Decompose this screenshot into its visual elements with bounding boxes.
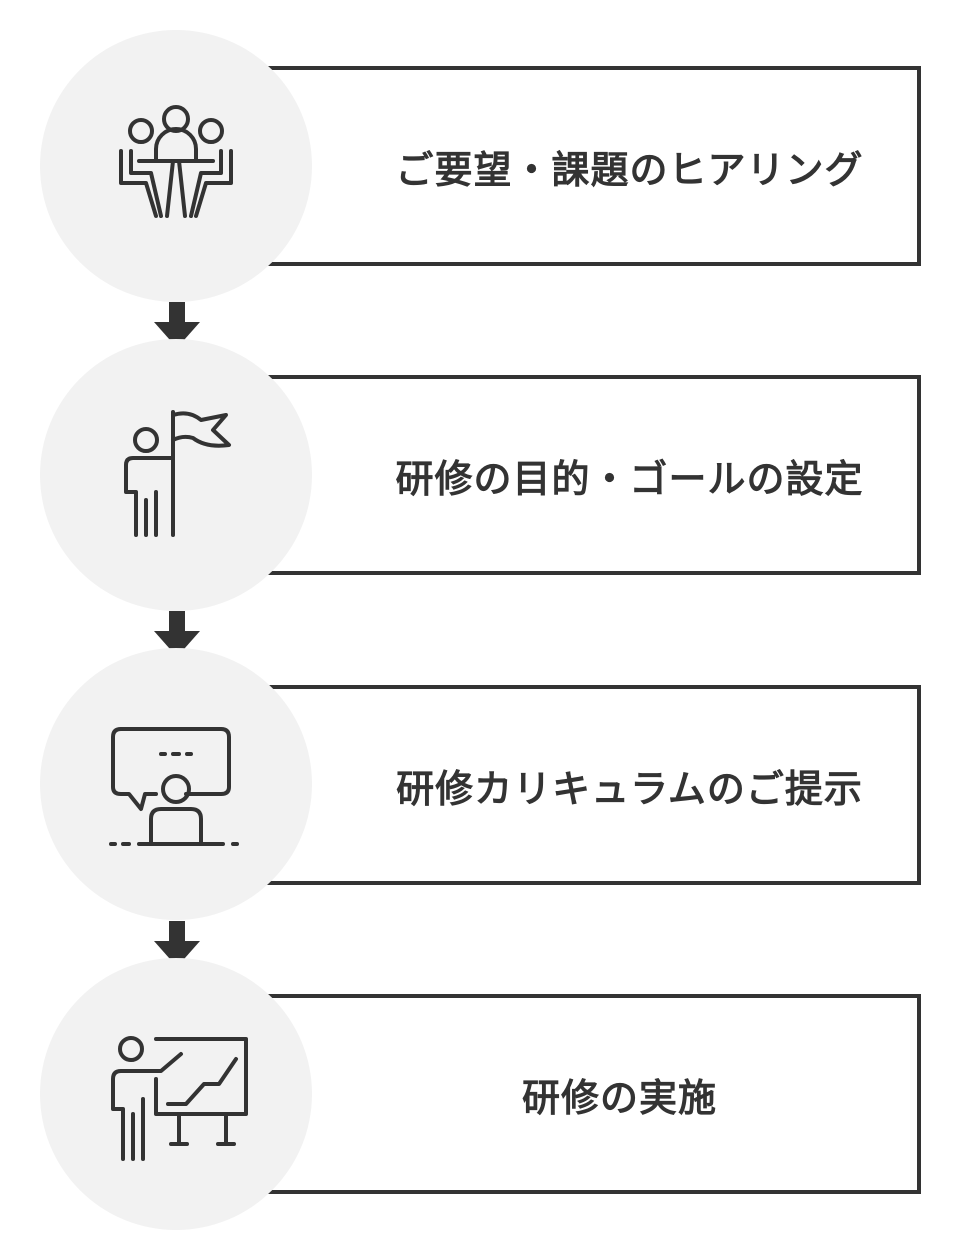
meeting-icon bbox=[119, 105, 233, 218]
step-label-1: ご要望・課題のヒアリング bbox=[395, 147, 864, 192]
step-circle-2 bbox=[40, 339, 312, 611]
step-box-2: 研修の目的・ゴールの設定 bbox=[258, 375, 921, 575]
step-circle-4 bbox=[40, 958, 312, 1230]
arrow-down-icon bbox=[154, 302, 200, 348]
step-circle-1 bbox=[40, 30, 312, 302]
step-box-1: ご要望・課題のヒアリング bbox=[258, 66, 921, 266]
training-whiteboard-icon bbox=[111, 1036, 248, 1161]
arrow-down-icon bbox=[154, 921, 200, 967]
step-label-2: 研修の目的・ゴールの設定 bbox=[395, 456, 864, 501]
arrow-down-1 bbox=[154, 302, 200, 348]
arrow-down-3 bbox=[154, 921, 200, 967]
step-circle-3 bbox=[40, 648, 312, 920]
flag-goal-icon bbox=[124, 410, 231, 537]
step-label-4: 研修の実施 bbox=[521, 1075, 717, 1120]
step-box-4: 研修の実施 bbox=[258, 994, 921, 1194]
arrow-down-2 bbox=[154, 611, 200, 657]
step-label-3: 研修カリキュラムのご提示 bbox=[396, 766, 863, 811]
arrow-down-icon bbox=[154, 611, 200, 657]
step-box-3: 研修カリキュラムのご提示 bbox=[258, 685, 921, 885]
presenter-speech-icon bbox=[109, 727, 239, 846]
